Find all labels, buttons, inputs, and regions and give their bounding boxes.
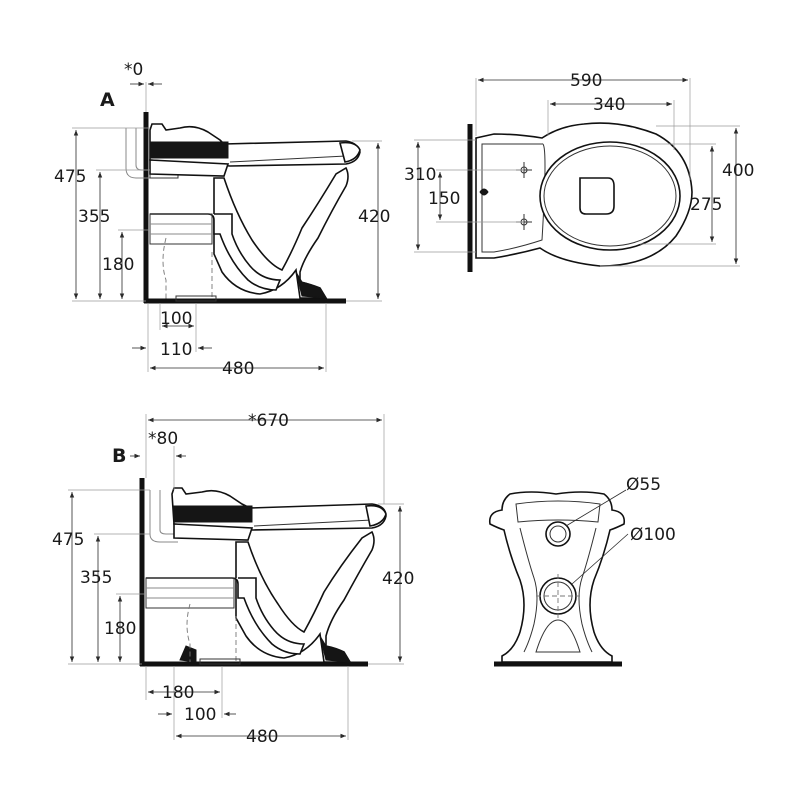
view-a-dim-wall-offset: *0 bbox=[124, 60, 143, 80]
view-a-flush-pipe bbox=[125, 128, 150, 179]
view-b-dim-480: 480 bbox=[246, 727, 278, 747]
view-a-dim-355: 355 bbox=[78, 207, 110, 227]
front-view-dim-d55: Ø55 bbox=[626, 475, 661, 495]
top-view-dim-310: 310 bbox=[404, 165, 436, 185]
view-a-label: A bbox=[100, 89, 115, 111]
view-a-dim-100: 100 bbox=[160, 309, 192, 329]
top-view: 590 340 310 150 400 275 bbox=[404, 71, 754, 272]
view-b-dim-670: *670 bbox=[248, 411, 289, 431]
top-view-dim-150: 150 bbox=[428, 189, 460, 209]
view-a: A *0 475 bbox=[54, 60, 390, 379]
view-a-dim-480: 480 bbox=[222, 359, 254, 379]
view-b-dim-475: 475 bbox=[52, 530, 84, 550]
top-view-dim-340: 340 bbox=[593, 95, 625, 115]
view-b-dim-100: 100 bbox=[184, 705, 216, 725]
view-b-dim-180: 180 bbox=[104, 619, 136, 639]
view-a-bowl bbox=[213, 166, 349, 299]
top-view-dim-275: 275 bbox=[690, 195, 722, 215]
top-view-outlet-hole bbox=[579, 177, 615, 215]
view-b-dim-420: 420 bbox=[382, 569, 414, 589]
front-view: Ø55 Ø100 bbox=[488, 475, 676, 667]
top-view-dim-400: 400 bbox=[722, 161, 754, 181]
view-b: B *670 *80 bbox=[52, 411, 414, 747]
view-b-dim-180-bottom: 180 bbox=[162, 683, 194, 703]
view-a-dim-420: 420 bbox=[358, 207, 390, 227]
view-b-label: B bbox=[112, 445, 126, 467]
view-a-dim-475: 475 bbox=[54, 167, 86, 187]
view-b-outlet bbox=[145, 577, 235, 609]
top-view-dim-590: 590 bbox=[570, 71, 602, 91]
front-view-dim-d100: Ø100 bbox=[630, 525, 676, 545]
view-b-dim-355: 355 bbox=[80, 568, 112, 588]
view-b-flush-pipe bbox=[149, 490, 178, 543]
view-a-dim-180: 180 bbox=[102, 255, 134, 275]
view-a-dim-110: 110 bbox=[160, 340, 192, 360]
view-a-outlet bbox=[149, 213, 213, 245]
view-b-dim-wall-offset: *80 bbox=[148, 429, 178, 449]
front-view-body bbox=[488, 491, 626, 663]
